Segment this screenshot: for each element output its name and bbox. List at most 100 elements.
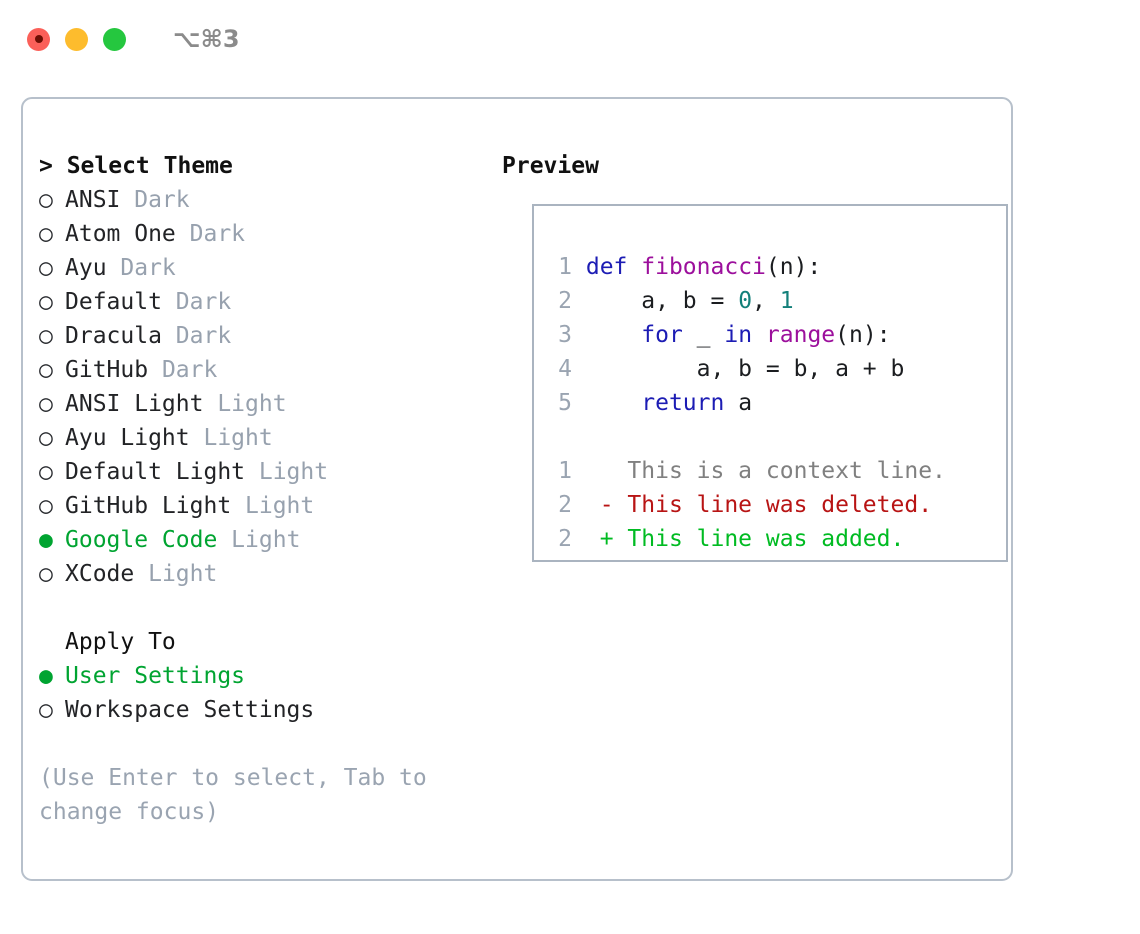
select-theme-header: > Select Theme (39, 153, 233, 179)
theme-option-row[interactable]: ○ Default Light Light (39, 455, 479, 489)
radio-unselected-icon[interactable]: ○ (39, 323, 53, 349)
theme-option-row[interactable]: ○ GitHub Dark (39, 353, 479, 387)
code-line-number: 4 (558, 356, 572, 382)
theme-option-row[interactable]: ○ Ayu Dark (39, 251, 479, 285)
code-token: a, b = b, a + b (585, 356, 905, 382)
window-titlebar: ⌥⌘3 (0, 0, 1140, 78)
code-line: 3 for _ in range(n): (548, 318, 1000, 352)
code-diff-spacer (548, 420, 1000, 454)
code-token (586, 322, 641, 348)
theme-option-row[interactable]: ○ Ayu Light Light (39, 421, 479, 455)
code-line-number: 5 (558, 390, 572, 416)
code-token: (n): (835, 322, 891, 348)
close-button[interactable] (27, 27, 50, 51)
radio-unselected-icon[interactable]: ○ (39, 493, 53, 519)
diff-line-text: - This line was deleted. (599, 492, 933, 518)
code-token: in (724, 322, 753, 348)
keyboard-hint-text: (Use Enter to select, Tab to change focu… (39, 765, 427, 825)
theme-variant-tag: Dark (161, 323, 232, 349)
theme-variant-tag: Dark (175, 221, 246, 247)
theme-option-label: Ayu (65, 255, 107, 281)
theme-list: ○ ANSI Dark ○ Atom One Dark ○ Ayu Dark ○ Defaul… (39, 183, 479, 591)
theme-option-label: Dracula (65, 323, 162, 349)
code-token (627, 254, 641, 280)
apply-to-header: Apply To (65, 629, 176, 655)
theme-option-label: Atom One (65, 221, 176, 247)
code-token: a (724, 390, 753, 416)
preview-header: Preview (502, 153, 599, 179)
diff-line: 2 + This line was added. (548, 522, 1000, 556)
radio-selected-icon[interactable]: ● (39, 663, 53, 689)
code-line: 1 def fibonacci(n): (548, 250, 1000, 284)
code-token: return (641, 390, 725, 416)
traffic-light-group (27, 27, 126, 51)
radio-unselected-icon[interactable]: ○ (39, 697, 53, 723)
code-token: range (765, 322, 836, 348)
theme-variant-tag: Light (134, 561, 218, 587)
code-line: 5 return a (548, 386, 1000, 420)
theme-option-row[interactable]: ○ ANSI Dark (39, 183, 479, 217)
minimize-button[interactable] (65, 27, 88, 51)
diff-line-number: 2 (558, 526, 572, 552)
apply-to-option-label: User Settings (65, 663, 246, 689)
theme-option-label: Google Code (65, 527, 218, 553)
code-token: def (585, 254, 628, 280)
theme-option-row[interactable]: ○ Dracula Dark (39, 319, 479, 353)
theme-option-label: ANSI (65, 187, 121, 213)
code-line-number: 3 (558, 322, 572, 348)
radio-unselected-icon[interactable]: ○ (39, 391, 53, 417)
code-line-number: 2 (558, 288, 572, 314)
preview-column: Preview 1 def fibonacci(n):2 a, b = 0, 1… (502, 149, 1008, 562)
theme-option-label: XCode (65, 561, 135, 587)
code-line-number: 1 (558, 254, 572, 280)
theme-option-label: Default Light (65, 459, 246, 485)
apply-to-option-row[interactable]: ● User Settings (39, 659, 479, 693)
theme-variant-tag: Dark (161, 289, 232, 315)
theme-option-label: ANSI Light (65, 391, 204, 417)
theme-option-row[interactable]: ○ ANSI Light Light (39, 387, 479, 421)
theme-option-row[interactable]: ○ Default Dark (39, 285, 479, 319)
diff-line-text: + This line was added. (599, 526, 905, 552)
radio-selected-icon[interactable]: ● (39, 527, 53, 553)
radio-unselected-icon[interactable]: ○ (39, 255, 53, 281)
theme-variant-tag: Light (189, 425, 273, 451)
radio-unselected-icon[interactable]: ○ (39, 425, 53, 451)
theme-variant-tag: Light (245, 459, 329, 485)
diff-line: 2 - This line was deleted. (548, 488, 1000, 522)
theme-variant-tag: Light (217, 527, 301, 553)
theme-variant-tag: Light (231, 493, 315, 519)
theme-variant-tag: Dark (120, 187, 190, 213)
radio-unselected-icon[interactable]: ○ (39, 459, 53, 485)
maximize-button[interactable] (103, 27, 126, 51)
theme-option-label: GitHub (65, 357, 149, 383)
theme-option-label: Ayu Light (65, 425, 190, 451)
radio-unselected-icon[interactable]: ○ (39, 561, 53, 587)
radio-unselected-icon[interactable]: ○ (39, 187, 53, 213)
apply-to-option-row[interactable]: ○Workspace Settings (39, 693, 479, 727)
code-token: 1 (779, 288, 794, 314)
code-token: for (641, 322, 683, 348)
theme-variant-tag: Dark (106, 255, 176, 281)
radio-unselected-icon[interactable]: ○ (39, 357, 53, 383)
theme-option-label: GitHub Light (65, 493, 232, 519)
list-spacer (39, 591, 479, 625)
theme-option-row[interactable]: ○ Atom One Dark (39, 217, 479, 251)
theme-option-row[interactable]: ○ GitHub Light Light (39, 489, 479, 523)
diff-sample-block: 1 This is a context line.2 - This line w… (548, 454, 1000, 556)
code-token (586, 390, 641, 416)
theme-option-row[interactable]: ● Google Code Light (39, 523, 479, 557)
theme-variant-tag: Light (203, 391, 287, 417)
theme-selector-column: > Select Theme ○ANSI Dark○Atom One Dark○… (39, 149, 479, 829)
apply-to-list: ● User Settings ○Workspace Settings (39, 659, 479, 727)
radio-unselected-icon[interactable]: ○ (39, 289, 53, 315)
code-token: 0 (738, 288, 753, 314)
code-line: 4 a, b = b, a + b (548, 352, 1000, 386)
theme-option-label: Default (65, 289, 162, 315)
theme-option-row[interactable]: ○ XCode Light (39, 557, 479, 591)
code-token (752, 322, 766, 348)
code-line: 2 a, b = 0, 1 (548, 284, 1000, 318)
theme-variant-tag: Dark (148, 357, 218, 383)
radio-unselected-icon[interactable]: ○ (39, 221, 53, 247)
